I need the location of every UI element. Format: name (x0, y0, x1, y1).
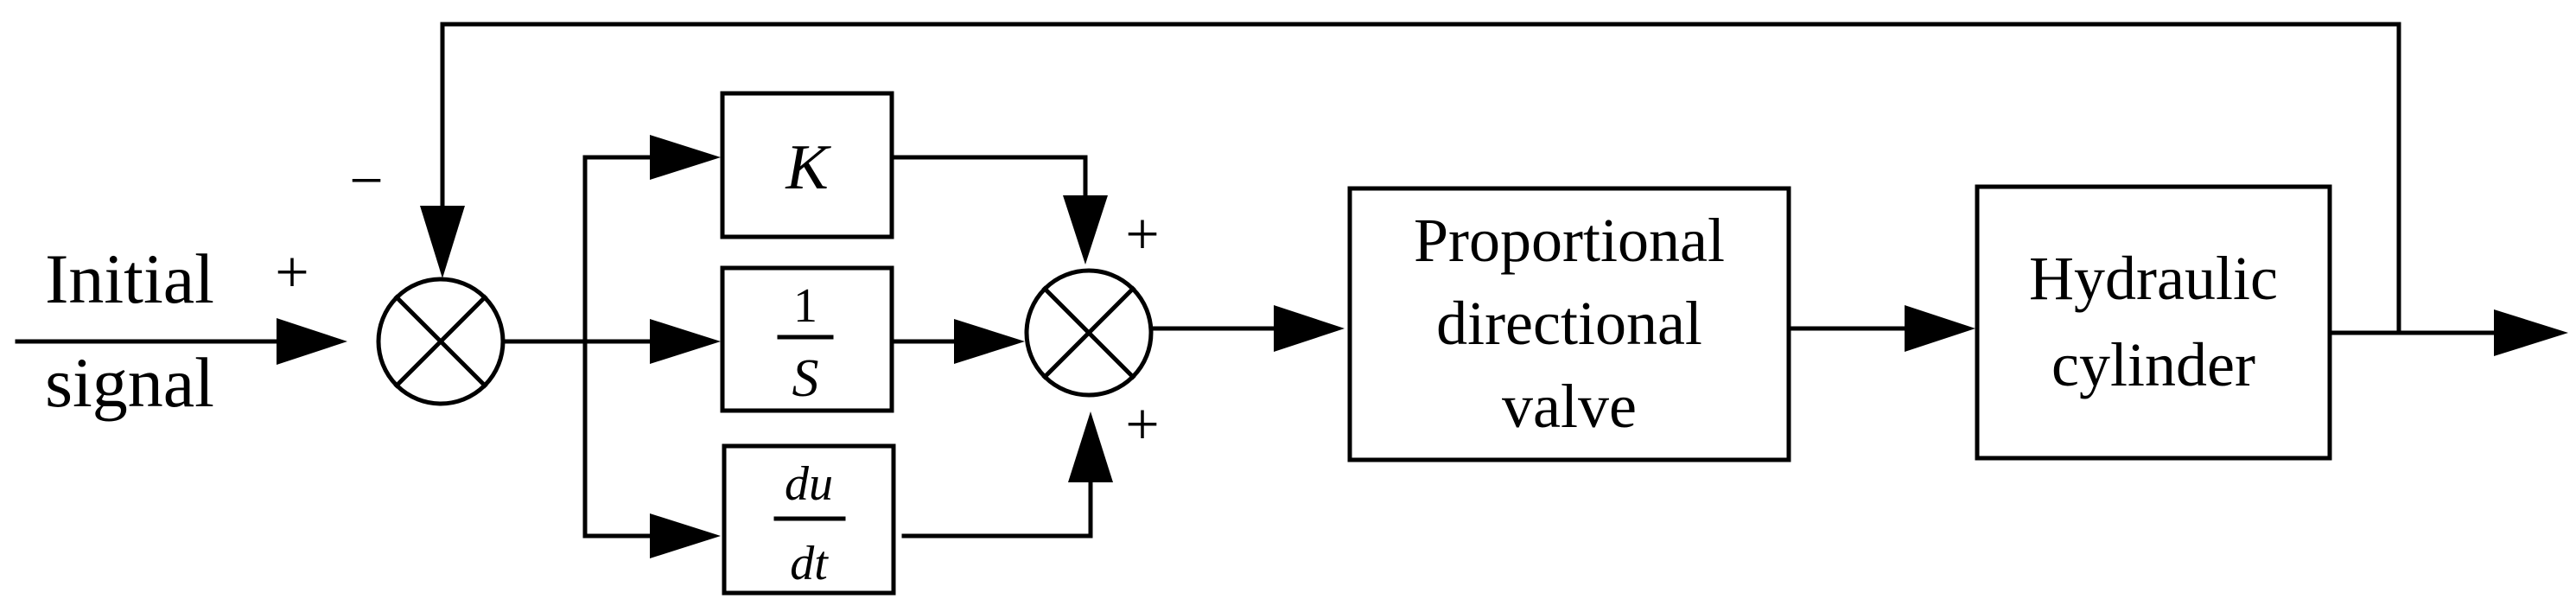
feedback-arrowhead (420, 206, 465, 278)
integral-input-arrowhead (650, 319, 721, 364)
input-label-line1: Initial (45, 239, 214, 318)
integral-output-arrowhead (954, 319, 1025, 364)
integral-numerator: 1 (793, 279, 817, 333)
cylinder-label-line2: cylinder (2051, 330, 2255, 399)
pid-bottom-plus-sign: + (1125, 392, 1159, 458)
cylinder-input-arrowhead (1905, 305, 1975, 352)
pid-top-plus-sign: + (1125, 201, 1159, 268)
summing-junction-error (376, 277, 506, 406)
k-input-arrowhead (650, 135, 721, 180)
integral-denominator: S (792, 349, 819, 408)
summing-junction-pid (1024, 268, 1154, 398)
input-label-line2: signal (45, 343, 214, 422)
k-output-line (889, 155, 1088, 203)
proportional-block (720, 91, 894, 239)
hydraulic-cylinder-block (1975, 184, 2332, 461)
proportional-valve-block (1347, 186, 1791, 462)
feedback-minus-sign: − (349, 148, 383, 214)
derivative-denominator: dt (790, 537, 829, 590)
k-output-arrowhead (1063, 195, 1108, 265)
cylinder-label-line1: Hydraulic (2029, 244, 2278, 313)
feedback-line (440, 22, 2401, 335)
derivative-input-arrowhead (650, 513, 721, 558)
system-output-arrowhead (2494, 309, 2568, 356)
input-plus-sign: + (275, 239, 308, 306)
derivative-output-line (901, 475, 1093, 539)
proportional-gain-label: K (785, 132, 831, 203)
derivative-output-arrowhead (1068, 411, 1113, 482)
valve-label-line1: Proportional (1414, 206, 1725, 275)
valve-label-line3: valve (1502, 372, 1637, 441)
valve-label-line2: directional (1436, 289, 1702, 358)
derivative-numerator: du (785, 457, 833, 511)
valve-input-arrowhead (1274, 305, 1345, 352)
input-arrowhead (277, 318, 347, 365)
